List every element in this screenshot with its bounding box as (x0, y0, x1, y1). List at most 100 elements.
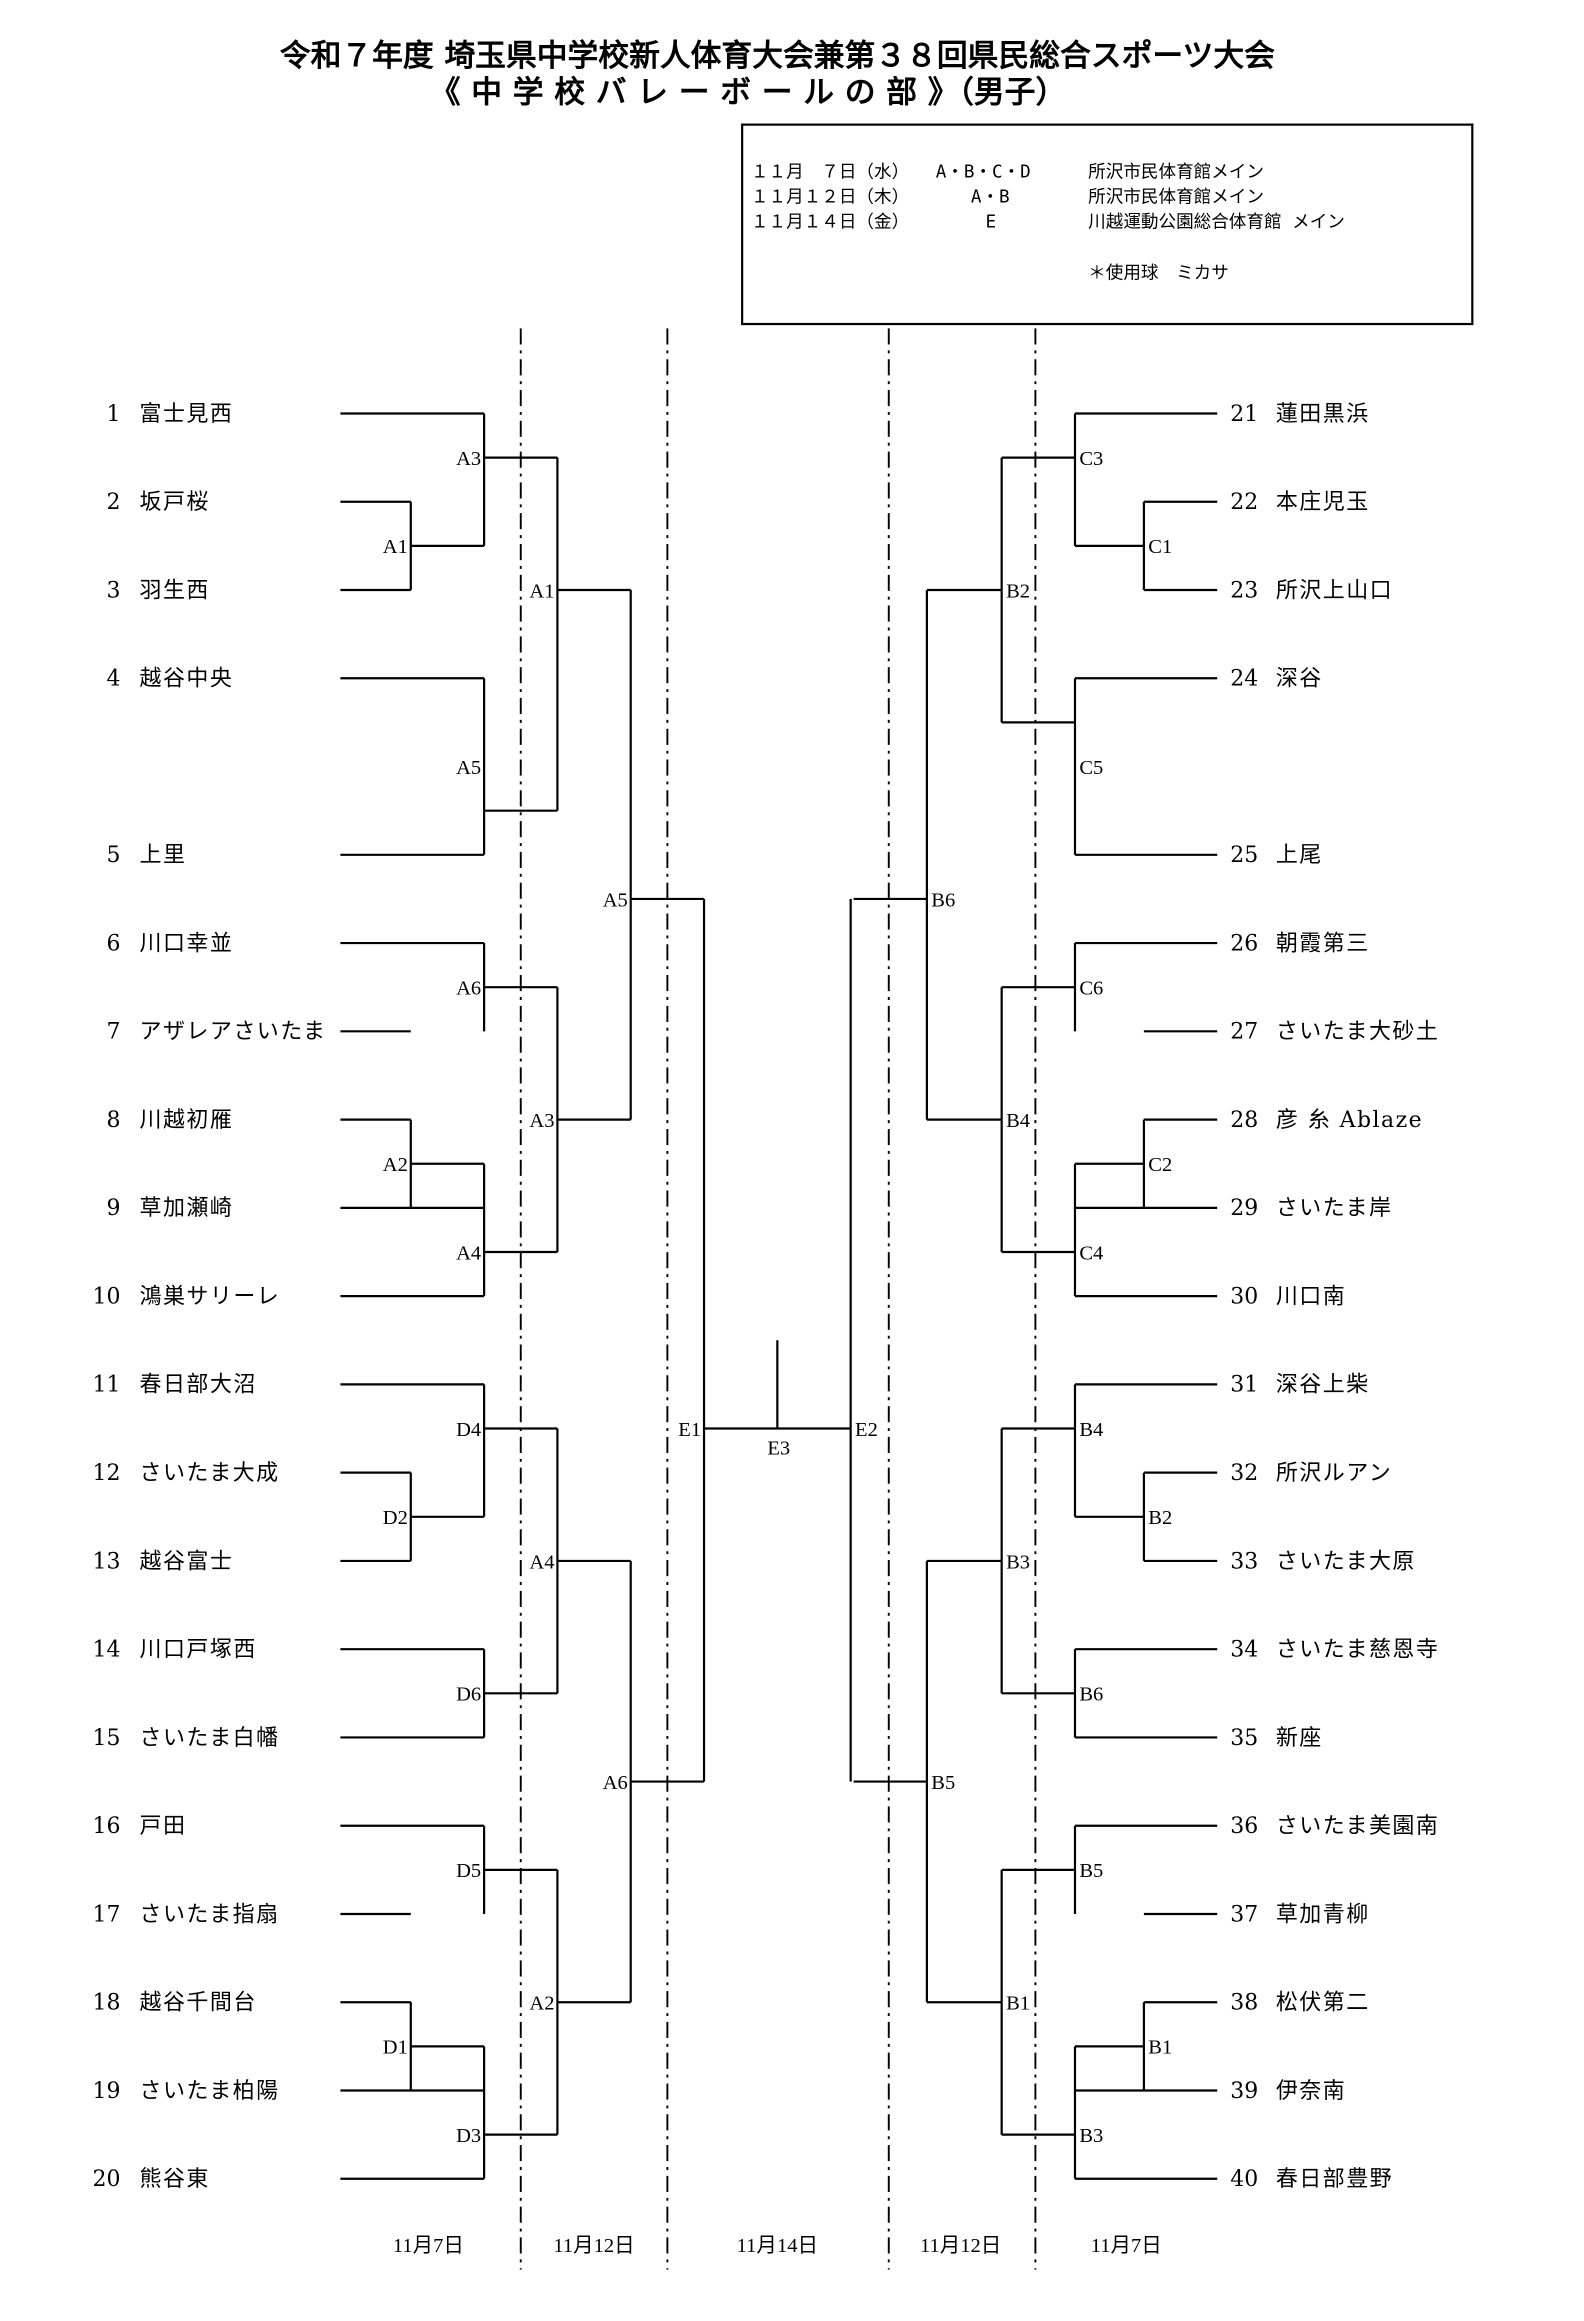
footer-date: 11月7日 (1091, 2235, 1162, 2257)
team-name: さいたま慈恩寺 (1276, 1638, 1440, 1663)
match-label: A4 (529, 1551, 554, 1573)
ball-note: ＊使用球 ミカサ (1088, 263, 1229, 284)
team-number: 9 (106, 1196, 120, 1221)
team-name: 川口南 (1276, 1284, 1346, 1309)
match-label: D1 (383, 2037, 408, 2059)
team-name: 所沢ルアン (1276, 1461, 1392, 1486)
team-number: 12 (92, 1461, 120, 1486)
match-label: B3 (1079, 2125, 1103, 2147)
team-number: 27 (1230, 1020, 1258, 1045)
schedule-date: １１月１２日（木） (751, 187, 909, 207)
team-number: 22 (1230, 490, 1258, 515)
match-label: E1 (678, 1419, 701, 1441)
team-name: 川口幸並 (140, 931, 234, 956)
team-number: 17 (92, 1902, 120, 1927)
team-number: 3 (106, 578, 120, 603)
match-label: B4 (1006, 1110, 1030, 1132)
team-name: さいたま指扇 (140, 1902, 280, 1927)
match-label: D6 (456, 1684, 481, 1706)
team-number: 14 (92, 1638, 120, 1663)
schedule-venue: 所沢市民体育館メイン (1088, 162, 1264, 182)
schedule-date: １１月 ７日（水） (751, 162, 909, 182)
team-name: 越谷中央 (140, 667, 234, 692)
match-label: A2 (383, 1154, 408, 1176)
match-label: D3 (456, 2125, 481, 2147)
team-number: 18 (92, 1991, 120, 2016)
match-label: B1 (1006, 1993, 1030, 2015)
team-number: 15 (92, 1726, 120, 1751)
team-name: 本庄児玉 (1276, 490, 1370, 515)
team-number: 2 (106, 490, 120, 515)
team-number: 34 (1230, 1638, 1258, 1663)
team-name: 坂戸桜 (140, 490, 210, 515)
team-entry: 18 越谷千間台 (92, 1991, 257, 2016)
team-number: 31 (1230, 1373, 1258, 1398)
team-number: 23 (1230, 578, 1258, 603)
day-dividers (519, 328, 1037, 2270)
schedule-courts: E (986, 212, 997, 232)
match-label: C3 (1079, 448, 1103, 470)
team-name: 春日部豊野 (1276, 2167, 1393, 2192)
team-number: 16 (92, 1814, 120, 1839)
team-number: 4 (106, 667, 120, 692)
schedule-venue: 所沢市民体育館メイン (1088, 187, 1264, 207)
match-label: B2 (1148, 1507, 1172, 1529)
team-number: 1 (106, 402, 120, 427)
match-label: A3 (529, 1110, 554, 1132)
page-subtitle: 《 中 学 校 バ レ ー ボ ー ル の 部 》（男子） (430, 75, 1066, 111)
match-label: C6 (1079, 978, 1103, 1000)
match-label: A5 (456, 757, 481, 779)
schedule-date: １１月１４日（金） (751, 212, 909, 232)
team-name: 深谷 (1276, 667, 1323, 692)
team-number: 37 (1230, 1902, 1258, 1927)
team-number: 13 (92, 1549, 120, 1574)
team-number: 40 (1230, 2167, 1258, 2192)
team-name: 春日部大沼 (140, 1373, 257, 1398)
team-name: さいたま岸 (1276, 1196, 1393, 1221)
match-label: B1 (1148, 2037, 1172, 2059)
footer-dates: 11月7日 11月12日 11月14日 11月12日 11月7日 (393, 2235, 1162, 2257)
team-number: 25 (1230, 843, 1258, 868)
footer-date: 11月14日 (737, 2235, 818, 2257)
match-label: C5 (1079, 757, 1103, 779)
team-name: 越谷千間台 (140, 1991, 257, 2016)
team-name: 彦 糸 Ablaze (1276, 1108, 1423, 1133)
team-entry: 2 坂戸桜 (106, 490, 210, 515)
team-name: 戸田 (140, 1814, 187, 1839)
team-number: 11 (92, 1373, 120, 1398)
team-number: 7 (106, 1020, 120, 1045)
team-name: 蓮田黒浜 (1276, 402, 1370, 427)
team-name: 熊谷東 (140, 2167, 210, 2192)
match-label: B5 (1079, 1860, 1103, 1882)
team-name: さいたま美園南 (1276, 1814, 1440, 1839)
match-label: B3 (1006, 1551, 1030, 1573)
team-number: 35 (1230, 1726, 1258, 1751)
team-number: 24 (1230, 667, 1258, 692)
match-label: A3 (456, 448, 481, 470)
match-label: A1 (529, 580, 554, 602)
team-entry: 24 深谷 (1230, 667, 1323, 692)
team-number: 32 (1230, 1461, 1258, 1486)
schedule-venue: 川越運動公園総合体育館 メイン (1088, 212, 1345, 232)
team-entry: 34 さいたま慈恩寺 (1230, 1638, 1440, 1663)
page-title: 令和７年度 埼玉県中学校新人体育大会兼第３８回県民総合スポーツ大会 (280, 38, 1275, 74)
match-labels: A1A3A5A1A6A2A4A3A5D4D2D6A4D5D1D3A2A6E1C1… (383, 448, 1172, 2147)
team-name: アザレアさいたま (140, 1020, 327, 1045)
